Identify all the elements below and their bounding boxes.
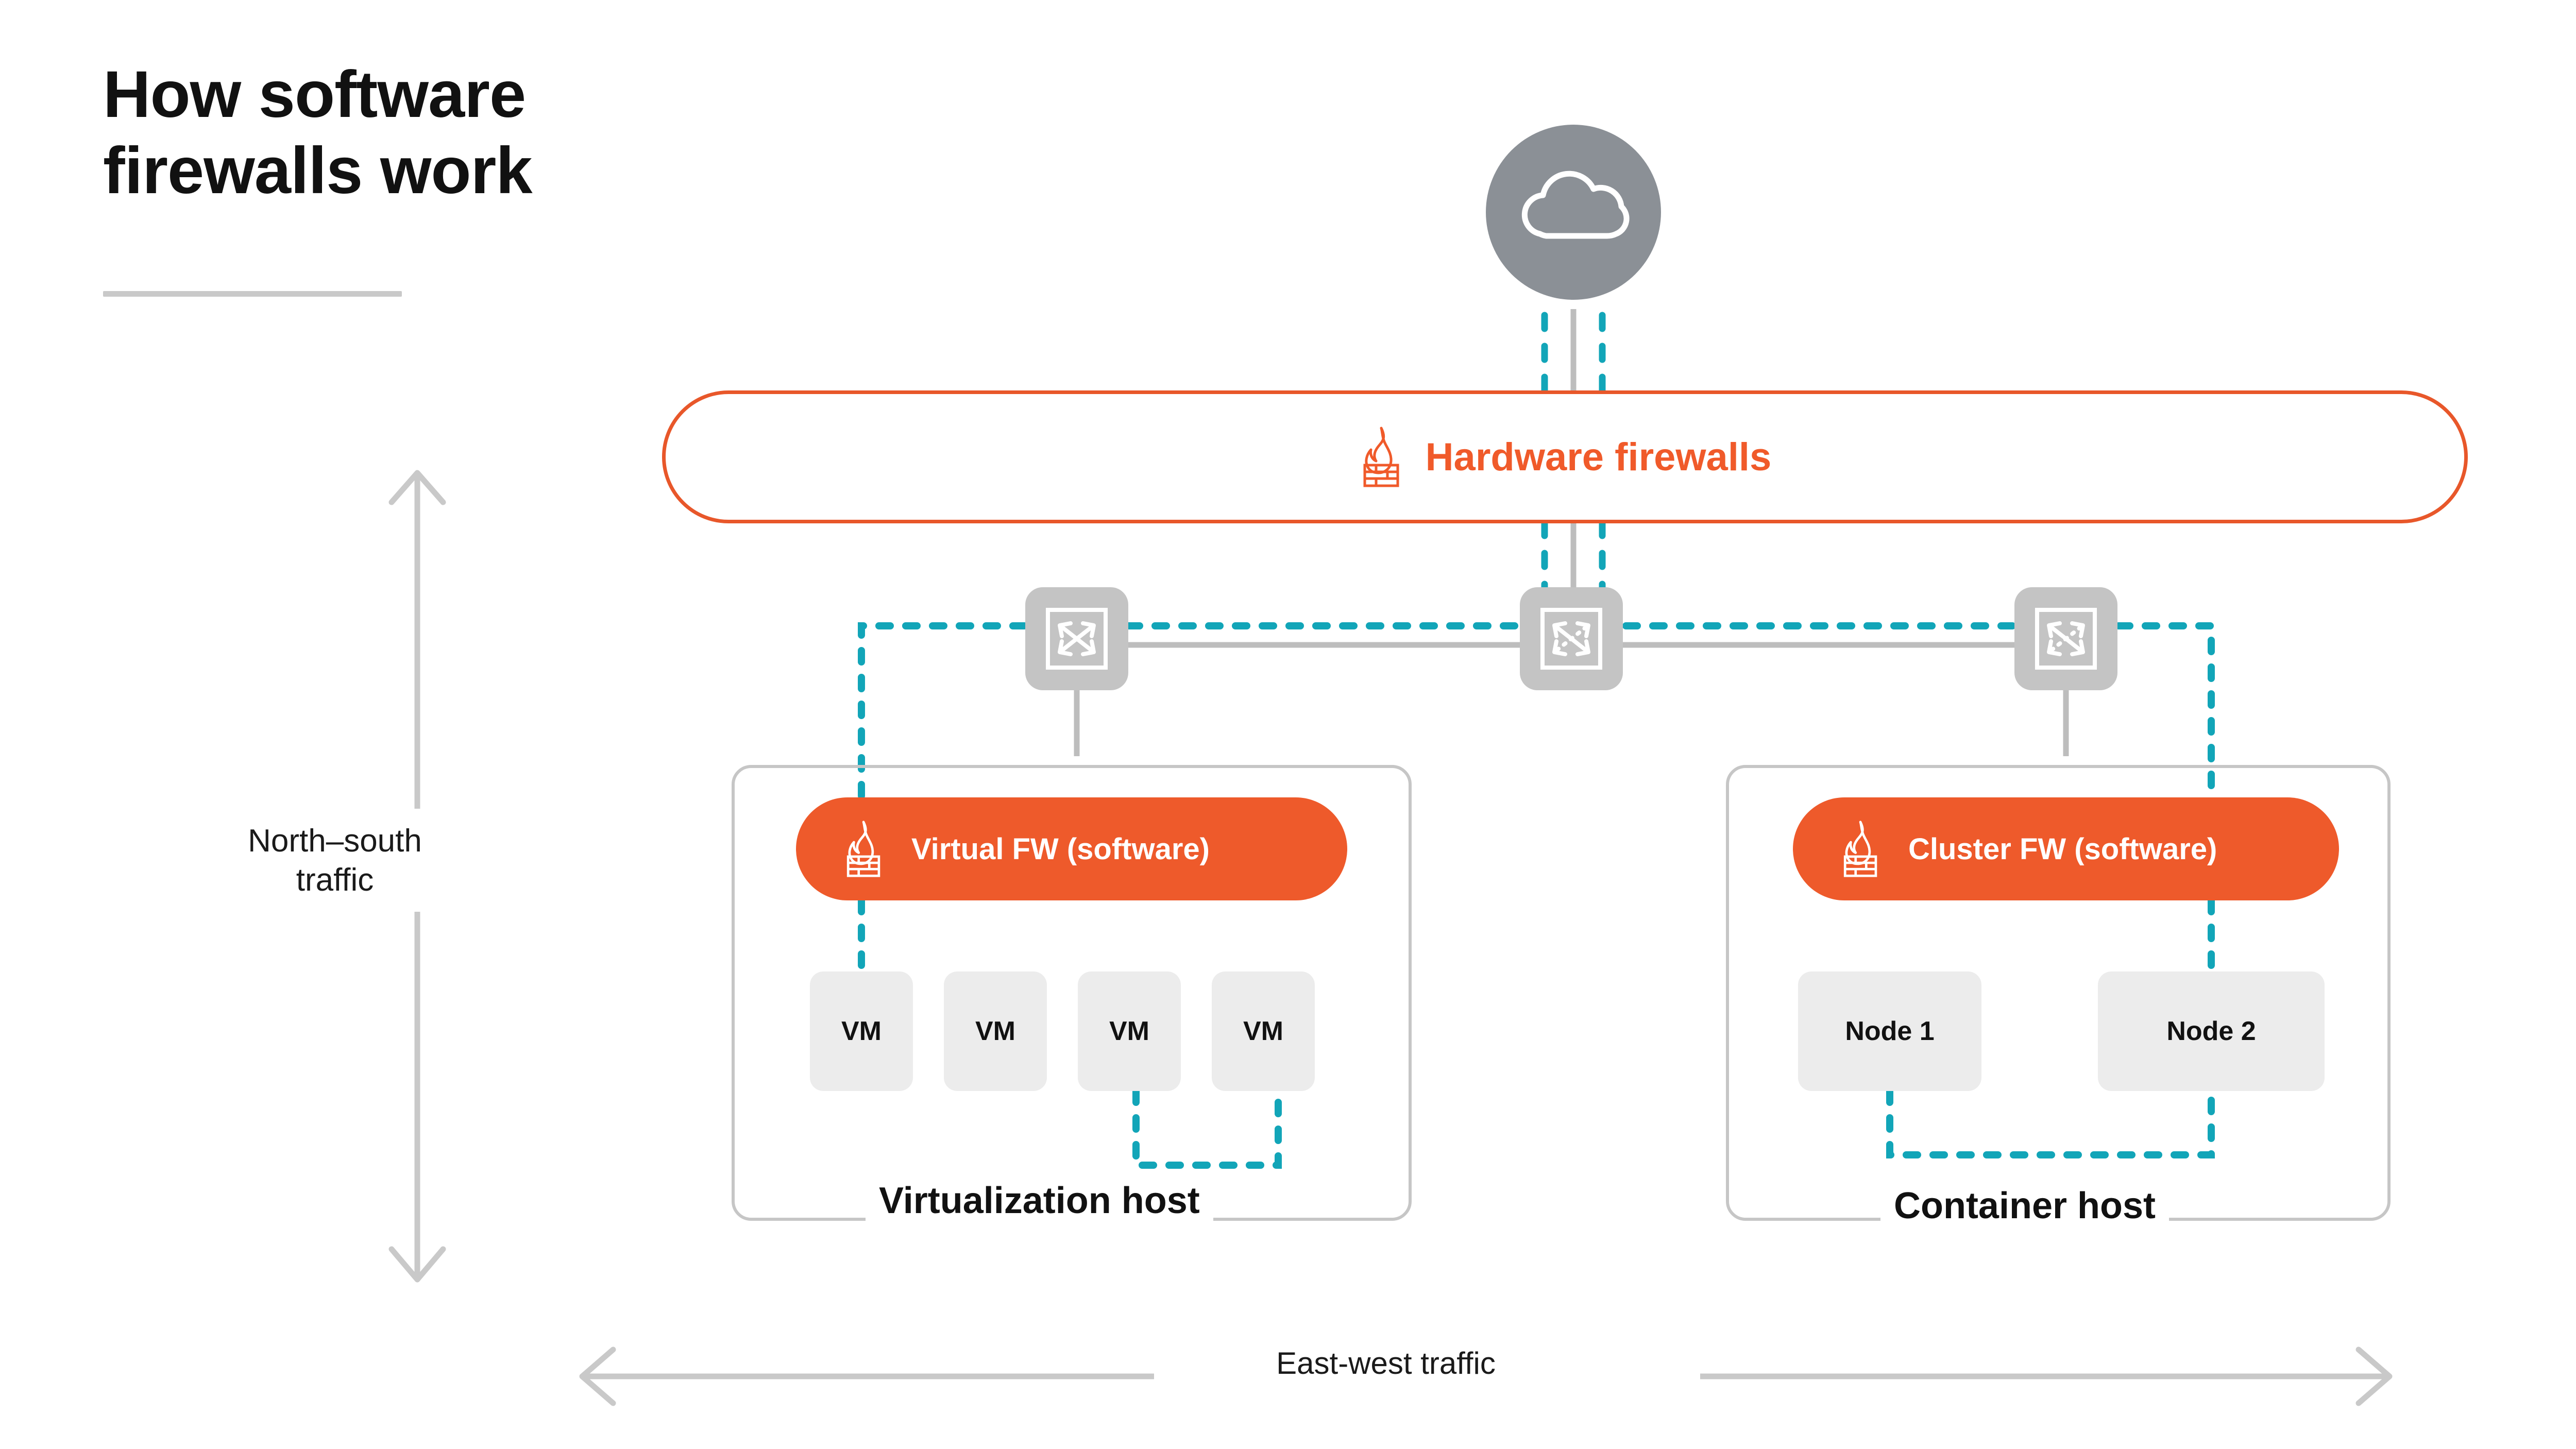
page-title: How software firewalls work	[103, 58, 533, 208]
cloud-icon	[1521, 171, 1630, 239]
hardware-firewall-label: Hardware firewalls	[1425, 435, 1772, 479]
east-west-arrow-head-right	[2355, 1346, 2393, 1406]
virtual-firewall-pill[interactable]: Virtual FW (software)	[796, 797, 1347, 900]
container-host-label: Container host	[1880, 1185, 2170, 1227]
east-west-arrow-head-left	[579, 1346, 616, 1406]
network-switch-icon	[1046, 608, 1108, 670]
switch-right[interactable]	[2014, 587, 2117, 690]
workload-node-2[interactable]: Node 2	[2098, 971, 2325, 1091]
virtualization-host-label: Virtualization host	[866, 1180, 1213, 1222]
title-divider	[103, 291, 402, 297]
firewall-flame-brick-icon	[1843, 821, 1877, 877]
teal-loop-node1-node2	[1886, 1087, 2215, 1158]
virtual-firewall-label: Virtual FW (software)	[911, 832, 1210, 866]
teal-path-right-switch-to-cluster-fw	[2115, 622, 2215, 803]
workload-vm-2[interactable]: VM	[944, 971, 1047, 1091]
north-south-arrow-head-down	[388, 1246, 446, 1283]
teal-path-left-switch-to-virtual-fw	[858, 622, 1028, 803]
north-south-arrow-head-up	[388, 470, 446, 505]
east-west-traffic-label: East-west traffic	[1154, 1345, 1618, 1381]
north-south-traffic-label: North–south traffic	[191, 822, 479, 900]
workload-vm-1[interactable]: VM	[810, 971, 913, 1091]
cluster-firewall-pill[interactable]: Cluster FW (software)	[1793, 797, 2339, 900]
teal-loop-vm3-vm4	[1132, 1087, 1282, 1169]
hardware-firewall-bar[interactable]: Hardware firewalls	[662, 390, 2468, 523]
switch-left[interactable]	[1025, 587, 1128, 690]
workload-vm-4[interactable]: VM	[1212, 971, 1315, 1091]
firewall-flame-brick-icon	[1363, 427, 1399, 487]
internet-cloud-node[interactable]	[1486, 125, 1661, 300]
firewall-flame-brick-icon	[846, 821, 880, 877]
switch-center[interactable]	[1520, 587, 1623, 690]
cluster-firewall-label: Cluster FW (software)	[1908, 832, 2217, 866]
workload-node-1[interactable]: Node 1	[1798, 971, 1981, 1091]
network-switch-icon	[1540, 608, 1602, 670]
workload-vm-3[interactable]: VM	[1078, 971, 1181, 1091]
network-switch-icon	[2035, 608, 2097, 670]
